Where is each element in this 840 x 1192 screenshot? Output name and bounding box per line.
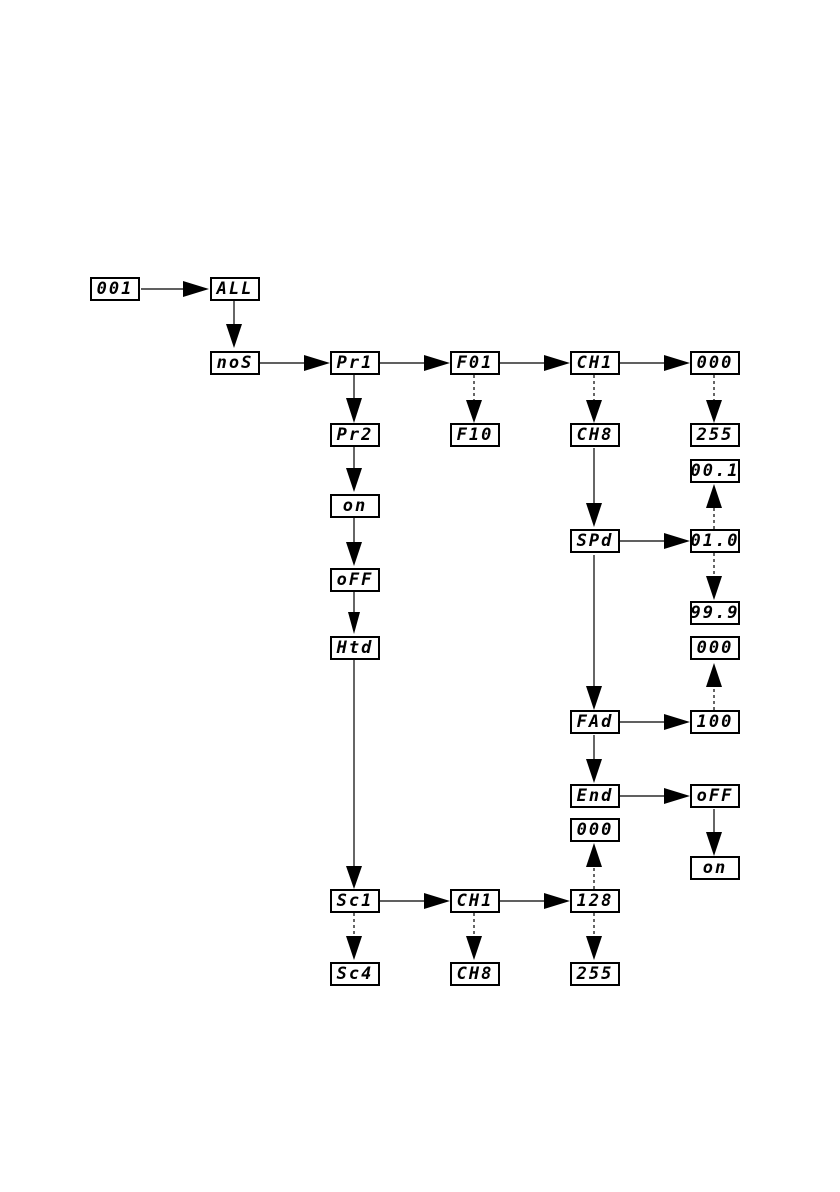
display-ch1: CH1 <box>570 351 620 375</box>
display-spd-value: SPd <box>577 533 614 550</box>
display-all: ALL <box>210 277 260 301</box>
display-nos-value: noS <box>217 355 254 372</box>
display-pr2-value: Pr2 <box>337 427 374 444</box>
display-01-0: 01.0 <box>690 529 740 553</box>
arrowhead-icon <box>706 576 722 600</box>
display-000-b-value: 000 <box>697 640 734 657</box>
arrowhead-icon <box>586 503 602 527</box>
arrowhead-icon <box>664 533 690 549</box>
display-nos: noS <box>210 351 260 375</box>
arrowhead-icon <box>348 612 360 634</box>
arrowhead-icon <box>346 398 362 423</box>
arrowhead-icon <box>346 936 362 960</box>
display-ch8-value: CH8 <box>577 427 614 444</box>
display-all-value: ALL <box>217 281 254 298</box>
arrowhead-icon <box>424 893 450 909</box>
display-001: 001 <box>90 277 140 301</box>
display-001-value: 001 <box>97 281 134 298</box>
display-000-c-value: 000 <box>577 822 614 839</box>
display-f10-value: F10 <box>457 427 494 444</box>
arrowhead-icon <box>226 324 242 348</box>
display-sc4: Sc4 <box>330 962 380 986</box>
display-255-a: 255 <box>690 423 740 447</box>
display-000-a: 000 <box>690 351 740 375</box>
display-end-value: End <box>577 788 614 805</box>
display-sc4-value: Sc4 <box>337 966 374 983</box>
display-scene-ch1-value: CH1 <box>457 893 494 910</box>
display-off-2-value: oFF <box>697 788 734 805</box>
display-scene-ch8: CH8 <box>450 962 500 986</box>
display-01-0-value: 01.0 <box>691 533 740 550</box>
arrowhead-icon <box>586 759 602 783</box>
display-on-value: on <box>343 498 367 515</box>
display-255-b: 255 <box>570 962 620 986</box>
arrowhead-icon <box>664 355 690 371</box>
display-128-value: 128 <box>577 893 614 910</box>
display-sc1: Sc1 <box>330 889 380 913</box>
arrowhead-icon <box>586 936 602 960</box>
display-00-1: 00.1 <box>690 459 740 483</box>
arrowhead-icon <box>706 832 722 856</box>
display-128: 128 <box>570 889 620 913</box>
display-000-a-value: 000 <box>697 355 734 372</box>
display-on-2-value: on <box>703 860 727 877</box>
arrowhead-icon <box>346 866 362 889</box>
display-ch8: CH8 <box>570 423 620 447</box>
arrowhead-icon <box>544 355 570 371</box>
display-ch1-value: CH1 <box>577 355 614 372</box>
arrowhead-icon <box>424 355 450 371</box>
display-on: on <box>330 494 380 518</box>
display-sc1-value: Sc1 <box>337 893 374 910</box>
display-f01-value: F01 <box>457 355 494 372</box>
arrowhead-icon <box>346 542 362 566</box>
display-00-1-value: 00.1 <box>691 463 740 480</box>
display-off-value: oFF <box>337 572 374 589</box>
arrowhead-icon <box>304 355 330 371</box>
display-f01: F01 <box>450 351 500 375</box>
arrowhead-icon <box>664 714 690 730</box>
display-scene-ch8-value: CH8 <box>457 966 494 983</box>
display-99-9: 99.9 <box>690 601 740 625</box>
arrowhead-icon <box>586 400 602 423</box>
arrowhead-icon <box>466 400 482 423</box>
arrowhead-icon <box>706 663 722 687</box>
display-100: 100 <box>690 710 740 734</box>
display-htd: Htd <box>330 636 380 660</box>
display-htd-value: Htd <box>337 640 374 657</box>
arrowhead-icon <box>664 788 690 804</box>
display-f10: F10 <box>450 423 500 447</box>
arrowhead-icon <box>346 468 362 492</box>
display-off-2: oFF <box>690 784 740 808</box>
arrowhead-icon <box>586 686 602 710</box>
display-100-value: 100 <box>697 714 734 731</box>
arrowhead-icon <box>706 400 722 423</box>
arrowhead-icon <box>183 281 209 297</box>
display-000-b: 000 <box>690 636 740 660</box>
display-99-9-value: 99.9 <box>691 605 740 622</box>
display-255-b-value: 255 <box>577 966 614 983</box>
display-pr2: Pr2 <box>330 423 380 447</box>
display-off: oFF <box>330 568 380 592</box>
arrowhead-icon <box>466 936 482 960</box>
arrowhead-icon <box>544 893 570 909</box>
display-fad: FAd <box>570 710 620 734</box>
display-spd: SPd <box>570 529 620 553</box>
display-on-2: on <box>690 856 740 880</box>
display-pr1-value: Pr1 <box>337 355 374 372</box>
display-end: End <box>570 784 620 808</box>
display-scene-ch1: CH1 <box>450 889 500 913</box>
arrowhead-icon <box>706 484 722 508</box>
arrowhead-icon <box>586 843 602 867</box>
display-pr1: Pr1 <box>330 351 380 375</box>
display-fad-value: FAd <box>577 714 614 731</box>
display-000-c: 000 <box>570 818 620 842</box>
display-255-a-value: 255 <box>697 427 734 444</box>
